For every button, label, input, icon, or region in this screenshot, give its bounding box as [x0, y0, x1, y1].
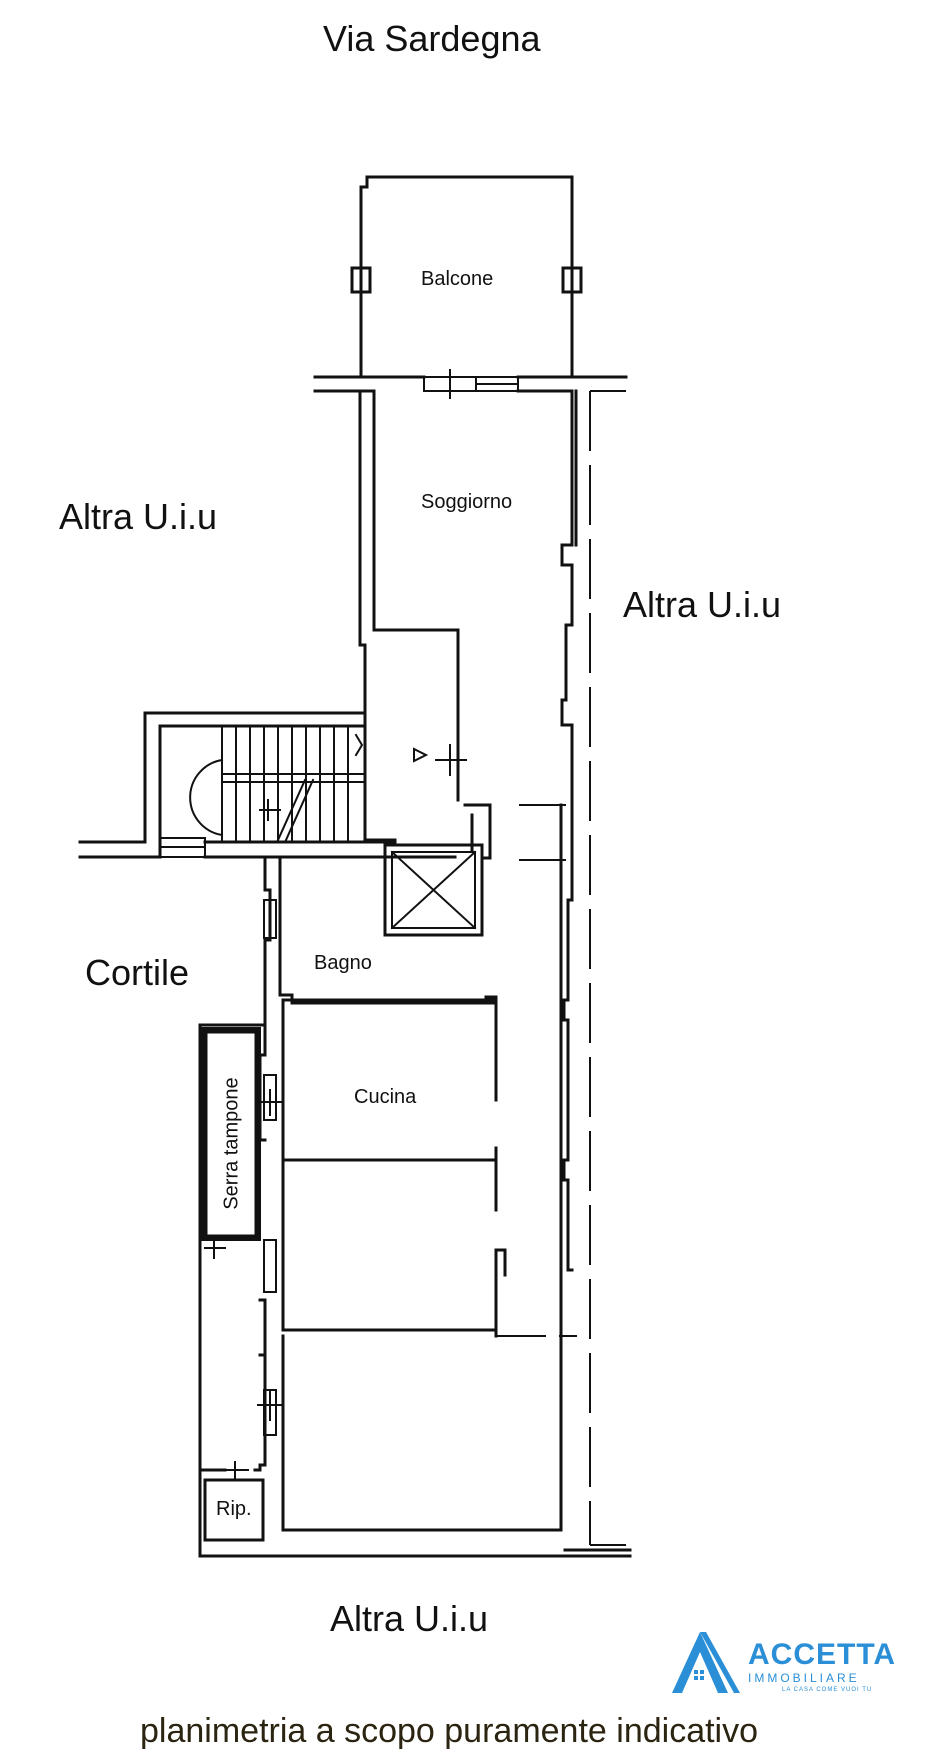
- street-label: Via Sardegna: [323, 18, 541, 59]
- room-label-cucina: Cucina: [354, 1086, 417, 1108]
- balcony-post-right: [561, 266, 583, 294]
- room-label-bagno: Bagno: [314, 952, 372, 974]
- neighbor-bottom-label: Altra U.i.u: [330, 1598, 489, 1639]
- serra-outline: [198, 1023, 264, 1558]
- room-label-ripostiglio: Rip.: [216, 1498, 252, 1520]
- staircase-outline: [78, 711, 367, 844]
- logo-tagline: LA CASA COME VUOI TU: [782, 1687, 873, 1693]
- room-label-balcone: Balcone: [421, 268, 494, 290]
- room-label-serra-tampone: Serra tampone: [220, 1077, 243, 1210]
- logo-subtitle: IMMOBILIARE: [748, 1671, 860, 1685]
- disclaimer-footer: planimetria a scopo puramente indicativo: [140, 1712, 759, 1750]
- elevator-shaft: [383, 843, 484, 937]
- logo-name: ACCETTA: [748, 1638, 897, 1671]
- neighbor-left-label: Altra U.i.u: [59, 496, 218, 537]
- courtyard-label: Cortile: [85, 952, 190, 993]
- accetta-logo-mark: [672, 1632, 740, 1693]
- room-label-soggiorno: Soggiorno: [421, 491, 513, 513]
- balcony-outline: [359, 175, 574, 377]
- balcony-post-left: [350, 266, 372, 294]
- ripostiglio-outline: [203, 1478, 265, 1542]
- right-wall-soggiorno: [560, 389, 574, 807]
- neighbor-right-label: Altra U.i.u: [623, 584, 782, 625]
- entrance-arrow: [413, 747, 429, 763]
